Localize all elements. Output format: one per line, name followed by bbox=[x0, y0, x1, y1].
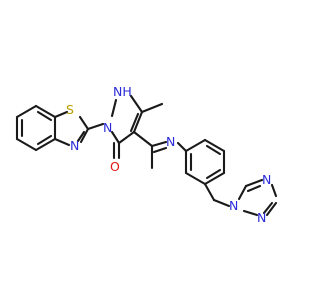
bond bbox=[203, 138, 226, 153]
bond bbox=[237, 184, 248, 201]
atom-oxygen: O bbox=[110, 159, 120, 174]
atom-nitrogen: N bbox=[257, 210, 266, 225]
bond bbox=[262, 201, 274, 215]
molecule-canvas: S N N NH O N N N N bbox=[15, 84, 278, 225]
atom-nitrogen: N bbox=[262, 172, 271, 187]
bond bbox=[34, 137, 57, 152]
atom-nitrogen: N bbox=[70, 138, 79, 153]
bond bbox=[265, 201, 278, 217]
atom-nitrogen: N bbox=[229, 198, 238, 213]
bond bbox=[117, 130, 136, 145]
bond bbox=[205, 168, 222, 180]
atom-nitrogen-hydrogen: NH bbox=[113, 84, 132, 99]
bond bbox=[78, 115, 90, 131]
bond bbox=[110, 130, 121, 145]
atom-label-layer: S N N NH O N N N N bbox=[66, 84, 271, 225]
bond bbox=[15, 137, 38, 152]
bond bbox=[86, 122, 105, 131]
bond bbox=[34, 104, 57, 119]
bond bbox=[150, 140, 168, 148]
atom-nitrogen: N bbox=[166, 134, 175, 149]
bond bbox=[205, 144, 222, 156]
bond bbox=[203, 171, 226, 186]
bond bbox=[270, 183, 278, 198]
bond bbox=[212, 198, 231, 208]
bond bbox=[36, 134, 53, 146]
bond bbox=[53, 110, 69, 119]
bond bbox=[79, 127, 90, 144]
bond bbox=[244, 178, 264, 188]
bond bbox=[203, 182, 216, 202]
bond-layer bbox=[15, 94, 278, 217]
bond bbox=[152, 146, 168, 154]
atom-nitrogen: N bbox=[103, 120, 112, 135]
bond bbox=[140, 102, 164, 114]
bond bbox=[242, 209, 259, 217]
bond bbox=[15, 104, 38, 119]
bond bbox=[184, 138, 207, 153]
bond bbox=[176, 141, 188, 153]
bond bbox=[132, 110, 144, 134]
bond bbox=[76, 130, 86, 143]
bond bbox=[36, 110, 53, 122]
bond bbox=[129, 94, 144, 114]
bond bbox=[110, 98, 118, 118]
bond bbox=[132, 130, 154, 148]
molecule-structure-diagram: S N N NH O N N N N bbox=[15, 84, 278, 225]
bond bbox=[53, 137, 71, 147]
bond bbox=[246, 184, 262, 193]
atom-sulfur: S bbox=[66, 102, 74, 117]
bond bbox=[184, 171, 207, 186]
bond bbox=[129, 112, 140, 133]
